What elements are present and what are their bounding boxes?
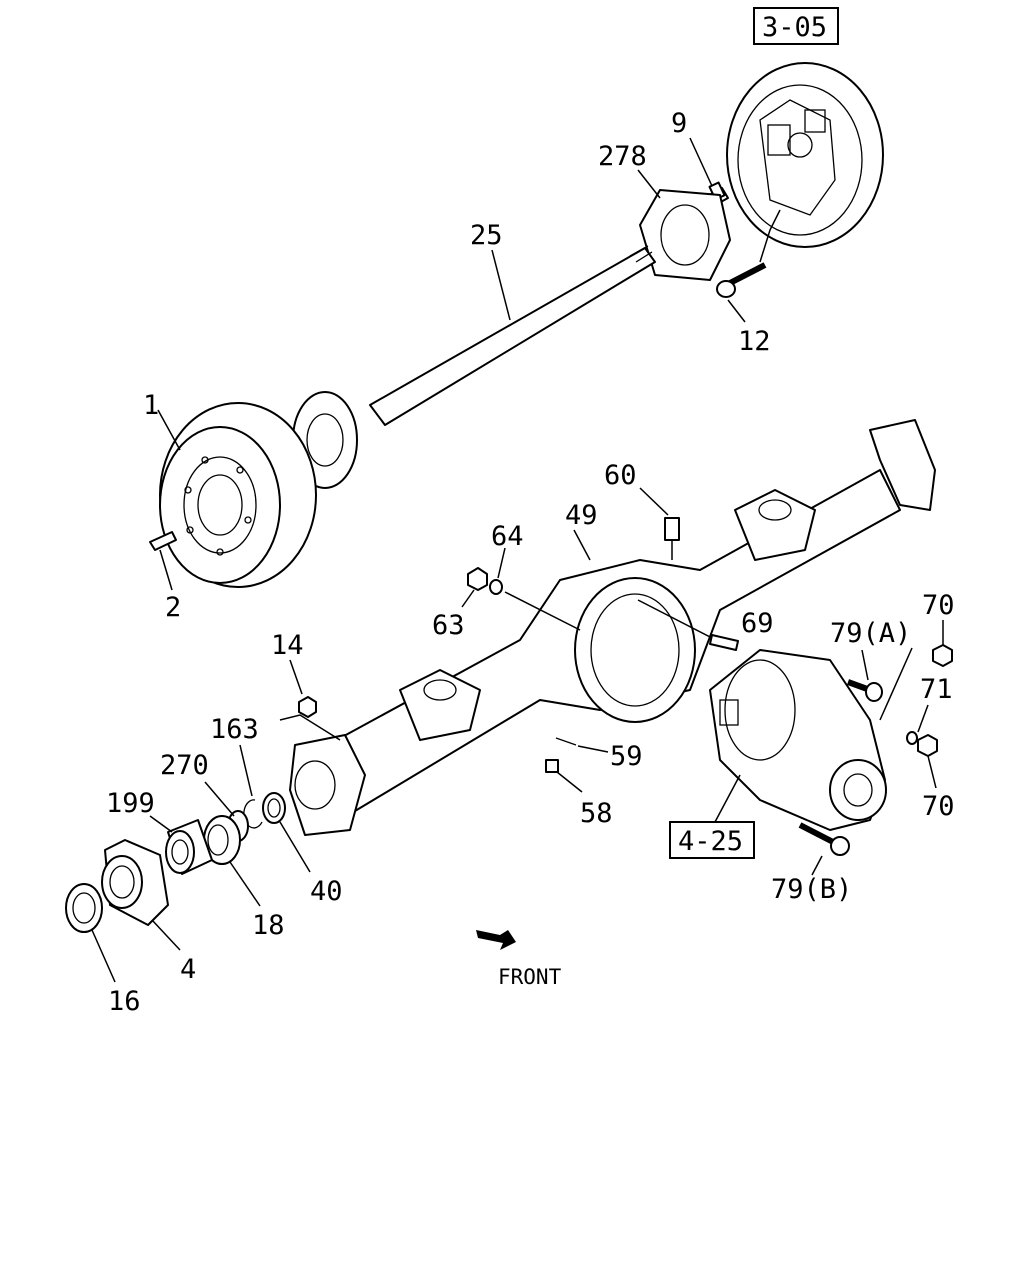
washer-71 [906,731,918,745]
seal-16 [65,883,103,933]
axle-shaft-25 [292,245,656,489]
bolt-12 [716,262,767,298]
plug-58 [545,759,559,773]
bolt-79a [846,679,883,702]
part-label-70-upper: 70 [922,590,955,621]
ref-label-3-05: 3-05 [762,12,827,43]
ref-box-4-25 [669,821,755,859]
stud-69 [709,634,739,651]
part-label-2: 2 [165,592,181,623]
part-label-40: 40 [310,876,343,907]
part-label-16: 16 [108,986,141,1017]
bearing-199 [165,819,213,875]
part-label-70-lower: 70 [922,791,955,822]
part-label-71: 71 [920,674,953,705]
part-label-64: 64 [491,521,524,552]
stud-2 [149,531,177,551]
axle-housing-49 [289,419,936,836]
part-label-12: 12 [738,326,771,357]
nut-63 [467,567,488,591]
part-label-58: 58 [580,798,613,829]
nut-70-lower [917,734,938,757]
part-label-79a: 79(A) [830,618,911,649]
part-label-59: 59 [610,741,643,772]
part-label-60: 60 [604,460,637,491]
part-label-270: 270 [160,750,209,781]
oil-seal-40 [262,792,286,824]
front-label: FRONT [498,965,562,989]
bolt-79b [798,822,850,856]
ref-label-4-25: 4-25 [678,826,743,857]
part-label-49: 49 [565,500,598,531]
hub-flange-4 [101,839,169,926]
breather-60 [664,517,680,560]
part-label-63: 63 [432,610,465,641]
front-direction-arrow-icon [476,930,516,950]
part-label-79b: 79(B) [771,874,852,905]
part-label-9: 9 [671,108,687,139]
nut-14 [298,696,317,718]
part-label-25: 25 [470,220,503,251]
part-label-163: 163 [210,714,259,745]
gasket-278 [639,189,731,281]
part-label-69: 69 [741,608,774,639]
part-label-1: 1 [143,390,159,421]
brake-drum-1 [159,402,317,588]
pin-59 [555,737,577,746]
ref-box-3-05 [753,7,839,45]
part-label-278: 278 [598,141,647,172]
nut-70-upper [932,644,953,667]
part-label-18: 18 [252,910,285,941]
part-label-14: 14 [271,630,304,661]
brake-backing-plate [726,62,884,248]
part-label-4: 4 [180,954,196,985]
washer-64 [489,579,503,595]
part-label-199: 199 [106,788,155,819]
differential-carrier [709,649,887,831]
